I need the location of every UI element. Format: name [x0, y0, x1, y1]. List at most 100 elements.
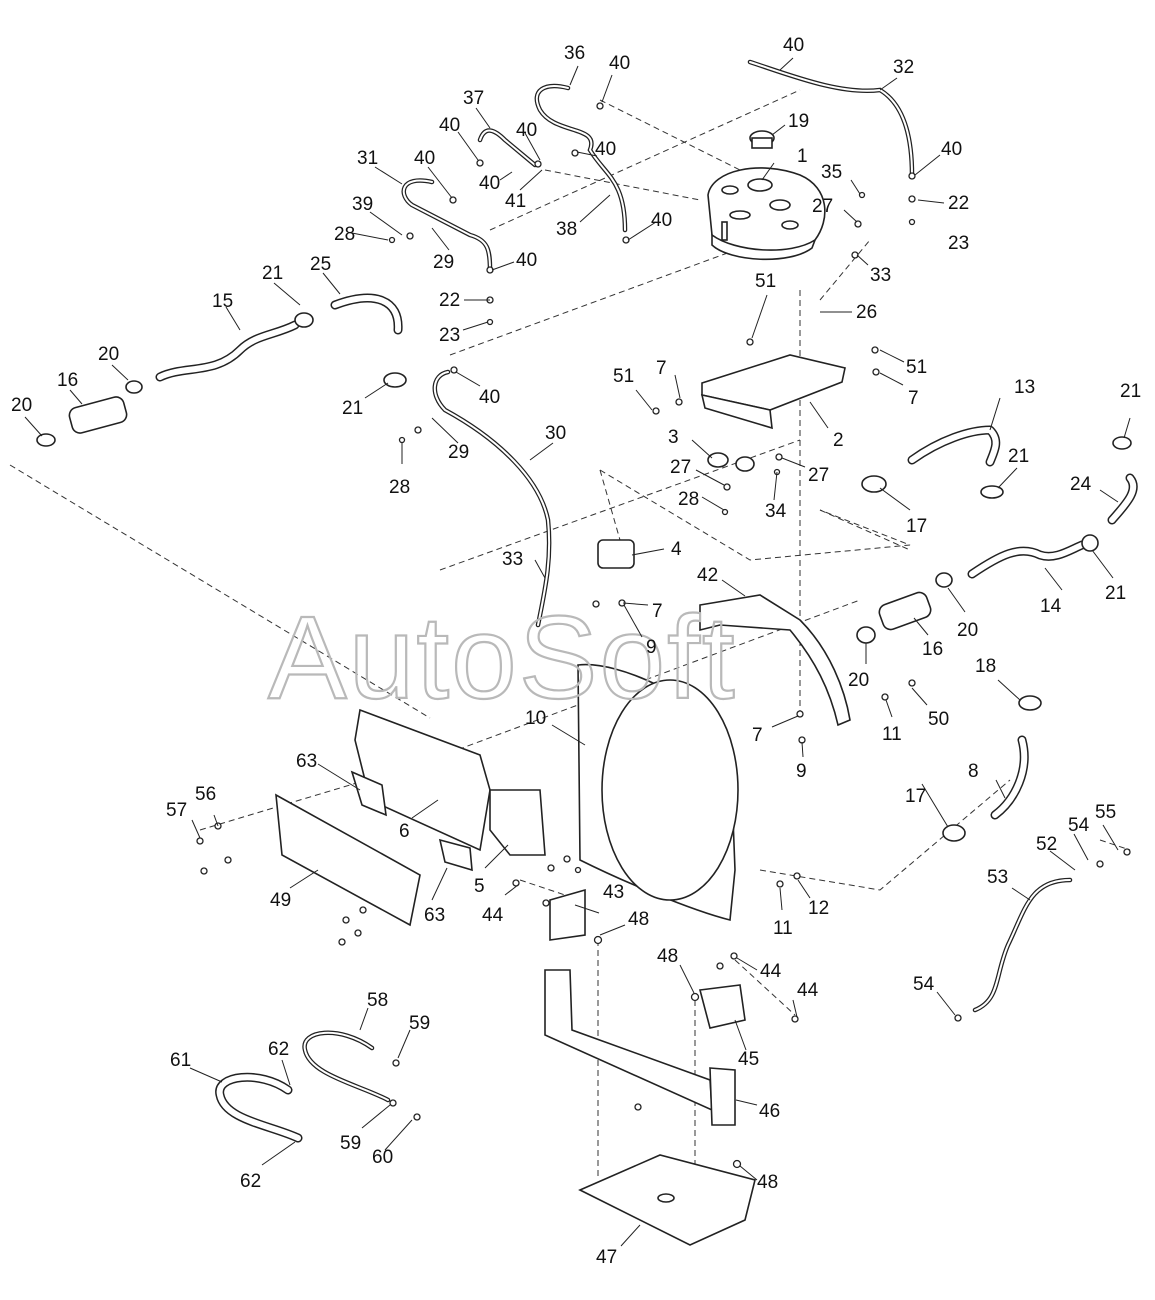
callout-28: 28: [678, 489, 699, 510]
callout-23: 23: [439, 325, 460, 346]
callout-31: 31: [357, 148, 378, 169]
callout-28: 28: [389, 477, 410, 498]
callout-51: 51: [755, 271, 776, 292]
base-frame: [544, 969, 756, 1246]
leader-lines: [24, 57, 1131, 1247]
callout-62: 62: [240, 1171, 261, 1192]
callout-9: 9: [796, 761, 807, 782]
callout-6: 6: [399, 821, 410, 842]
callout-12: 12: [808, 898, 829, 919]
callout-8: 8: [968, 761, 979, 782]
callout-labels: 1 2 3 4 5 6 7 7 7 7 8 9 9 10 11 11 12 13…: [11, 35, 1141, 1268]
callout-25: 25: [310, 254, 331, 275]
callout-30: 30: [545, 423, 566, 444]
callout-45: 45: [738, 1049, 759, 1070]
callout-38: 38: [556, 219, 577, 240]
watermark: AutoSoft: [268, 592, 737, 724]
callout-3: 3: [668, 427, 679, 448]
callout-58: 58: [367, 990, 388, 1011]
callout-51: 51: [906, 357, 927, 378]
callout-51: 51: [613, 366, 634, 387]
callout-22: 22: [439, 290, 460, 311]
callout-33: 33: [502, 549, 523, 570]
callout-29: 29: [433, 252, 454, 273]
radiator-core: [354, 708, 546, 856]
bypass-pipes: [215, 1030, 391, 1143]
callout-40: 40: [516, 120, 537, 141]
callout-9: 9: [646, 637, 657, 658]
callout-16: 16: [57, 370, 78, 391]
callout-21: 21: [1120, 381, 1141, 402]
callout-34: 34: [765, 501, 787, 522]
callout-40: 40: [651, 210, 672, 231]
callout-53: 53: [987, 867, 1008, 888]
callout-54: 54: [1068, 815, 1090, 836]
callout-21: 21: [1105, 583, 1126, 604]
callout-42: 42: [697, 565, 718, 586]
callout-36: 36: [564, 43, 585, 64]
callout-16: 16: [922, 639, 943, 660]
callout-7: 7: [656, 358, 667, 379]
callout-5: 5: [474, 876, 485, 897]
coolant-hoses: [68, 293, 1138, 820]
callout-48: 48: [757, 1172, 778, 1193]
callout-41: 41: [505, 191, 526, 212]
overflow-tubes: [401, 59, 1073, 1013]
callout-27: 27: [670, 457, 691, 478]
shroud-bracket: [699, 594, 851, 727]
callout-56: 56: [195, 784, 216, 805]
callout-13: 13: [1014, 377, 1035, 398]
callout-40: 40: [516, 250, 537, 271]
mounting-bracket: [597, 354, 846, 569]
callout-2: 2: [833, 430, 844, 451]
callout-47: 47: [596, 1247, 617, 1268]
callout-55: 55: [1095, 802, 1116, 823]
callout-61: 61: [170, 1050, 191, 1071]
callout-40: 40: [609, 53, 630, 74]
callout-11: 11: [773, 918, 793, 939]
callout-49: 49: [270, 890, 291, 911]
callout-33: 33: [870, 265, 891, 286]
callout-1: 1: [797, 146, 808, 167]
callout-29: 29: [448, 442, 469, 463]
callout-62: 62: [268, 1039, 289, 1060]
callout-44: 44: [797, 980, 819, 1001]
callout-17: 17: [905, 786, 926, 807]
callout-40: 40: [479, 387, 500, 408]
callout-54: 54: [913, 974, 935, 995]
callout-11: 11: [882, 724, 902, 745]
callout-10: 10: [525, 708, 546, 729]
callout-20: 20: [848, 670, 869, 691]
callout-17: 17: [906, 516, 927, 537]
callout-20: 20: [98, 344, 119, 365]
callout-21: 21: [262, 263, 283, 284]
callout-48: 48: [657, 946, 678, 967]
callout-19: 19: [788, 111, 809, 132]
callout-24: 24: [1070, 474, 1092, 495]
thermostat-housing: [597, 539, 635, 569]
callout-28: 28: [334, 224, 355, 245]
callout-60: 60: [372, 1147, 393, 1168]
callout-7: 7: [652, 601, 663, 622]
callout-37: 37: [463, 88, 484, 109]
callout-44: 44: [760, 961, 782, 982]
callout-21: 21: [1008, 446, 1029, 467]
bolts: [196, 102, 1131, 1169]
hose-clamps: [36, 312, 1132, 842]
callout-21: 21: [342, 398, 363, 419]
callout-40: 40: [439, 115, 460, 136]
callout-44: 44: [482, 905, 504, 926]
callout-40: 40: [414, 148, 435, 169]
callout-7: 7: [908, 388, 919, 409]
callout-52: 52: [1036, 834, 1057, 855]
callout-23: 23: [948, 233, 969, 254]
callout-22: 22: [948, 193, 969, 214]
callout-40: 40: [783, 35, 804, 56]
callout-40: 40: [479, 173, 500, 194]
callout-26: 26: [856, 302, 877, 323]
fan-shroud: [577, 663, 739, 922]
callout-43: 43: [603, 882, 624, 903]
callout-40: 40: [595, 139, 616, 160]
callout-27: 27: [808, 465, 829, 486]
